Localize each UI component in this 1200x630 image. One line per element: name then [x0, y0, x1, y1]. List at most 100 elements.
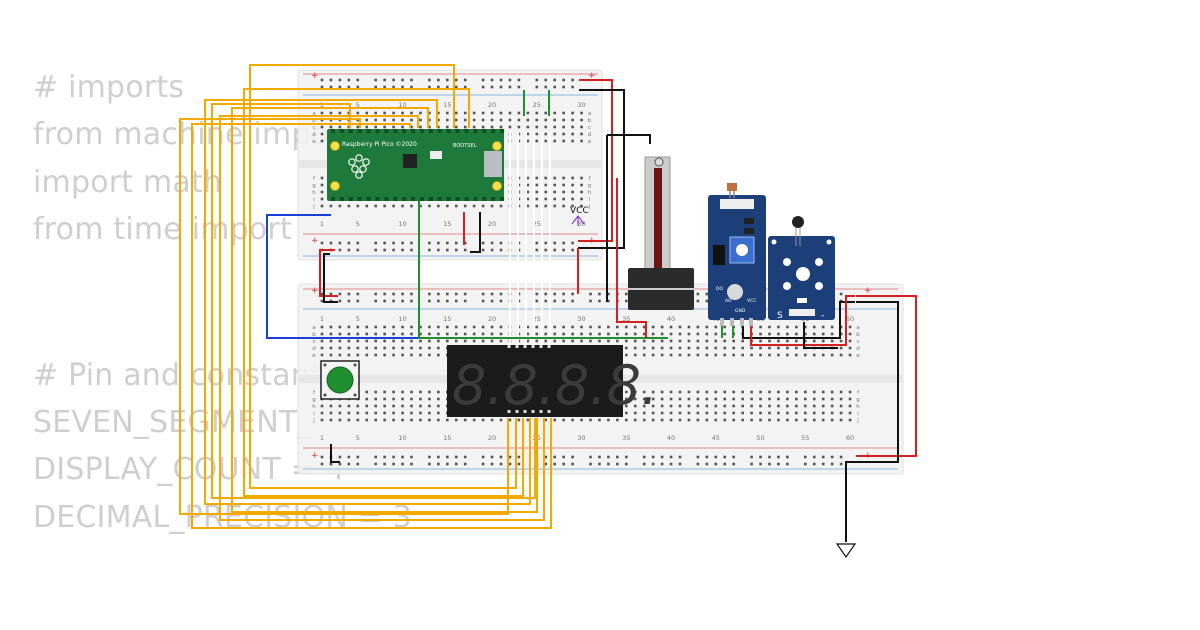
breadboard-hole[interactable] — [633, 332, 637, 336]
breadboard-hole[interactable] — [535, 248, 539, 252]
breadboard-hole[interactable] — [446, 462, 449, 466]
breadboard-hole[interactable] — [571, 183, 574, 187]
breadboard-hole[interactable] — [804, 353, 807, 357]
breadboard-hole[interactable] — [786, 411, 789, 415]
breadboard-hole[interactable] — [356, 404, 360, 408]
breadboard-hole[interactable] — [347, 248, 351, 252]
breadboard-hole[interactable] — [571, 455, 574, 459]
breadboard-hole[interactable] — [723, 411, 727, 415]
breadboard-hole[interactable] — [347, 85, 351, 89]
breadboard-hole[interactable] — [329, 418, 333, 422]
breadboard-hole[interactable] — [320, 462, 324, 466]
breadboard-hole[interactable] — [651, 411, 655, 415]
breadboard-hole[interactable] — [562, 299, 565, 303]
breadboard-hole[interactable] — [419, 353, 422, 357]
breadboard-hole[interactable] — [419, 397, 422, 401]
breadboard-hole[interactable] — [401, 462, 404, 466]
breadboard-hole[interactable] — [365, 404, 369, 408]
breadboard-hole[interactable] — [553, 418, 556, 422]
breadboard-hole[interactable] — [410, 299, 413, 303]
breadboard-hole[interactable] — [571, 241, 574, 245]
breadboard-hole[interactable] — [750, 353, 753, 357]
breadboard-hole[interactable] — [795, 339, 798, 343]
wire-red[interactable] — [578, 79, 613, 242]
breadboard-hole[interactable] — [320, 339, 324, 343]
breadboard-hole[interactable] — [732, 397, 735, 401]
breadboard-hole[interactable] — [830, 462, 834, 466]
breadboard-hole[interactable] — [553, 78, 556, 82]
breadboard-hole[interactable] — [481, 418, 485, 422]
breadboard-hole[interactable] — [696, 292, 700, 296]
breadboard-hole[interactable] — [508, 118, 512, 122]
breadboard-hole[interactable] — [812, 353, 816, 357]
breadboard-hole[interactable] — [777, 339, 780, 343]
breadboard-hole[interactable] — [410, 455, 413, 459]
breadboard-hole[interactable] — [625, 397, 628, 401]
breadboard-hole[interactable] — [535, 176, 539, 180]
breadboard-hole[interactable] — [320, 346, 324, 350]
breadboard-hole[interactable] — [329, 332, 333, 336]
breadboard-hole[interactable] — [499, 455, 503, 459]
breadboard-hole[interactable] — [437, 455, 440, 459]
breadboard-hole[interactable] — [544, 125, 548, 129]
breadboard-hole[interactable] — [562, 132, 565, 136]
breadboard-hole[interactable] — [347, 455, 351, 459]
breadboard-hole[interactable] — [705, 455, 709, 459]
breadboard-hole[interactable] — [786, 462, 789, 466]
breadboard-hole[interactable] — [580, 132, 583, 136]
breadboard-hole[interactable] — [356, 85, 360, 89]
breadboard-hole[interactable] — [410, 339, 413, 343]
breadboard-hole[interactable] — [472, 332, 476, 336]
breadboard-hole[interactable] — [454, 78, 458, 82]
breadboard-hole[interactable] — [544, 132, 548, 136]
breadboard-hole[interactable] — [437, 292, 440, 296]
breadboard-hole[interactable] — [786, 390, 789, 394]
breadboard-hole[interactable] — [562, 197, 565, 201]
breadboard-hole[interactable] — [392, 404, 395, 408]
breadboard-hole[interactable] — [723, 353, 727, 357]
breadboard-hole[interactable] — [732, 404, 735, 408]
breadboard-hole[interactable] — [830, 325, 834, 329]
breadboard-hole[interactable] — [589, 292, 592, 296]
breadboard-hole[interactable] — [526, 111, 530, 115]
breadboard-hole[interactable] — [795, 332, 798, 336]
breadboard-hole[interactable] — [437, 325, 440, 329]
breadboard-hole[interactable] — [786, 353, 789, 357]
breadboard-hole[interactable] — [705, 353, 709, 357]
breadboard-hole[interactable] — [625, 339, 628, 343]
breadboard-hole[interactable] — [562, 183, 565, 187]
breadboard-hole[interactable] — [383, 111, 386, 115]
breadboard-hole[interactable] — [392, 353, 395, 357]
breadboard-hole[interactable] — [786, 325, 789, 329]
breadboard-hole[interactable] — [750, 418, 753, 422]
breadboard-hole[interactable] — [535, 85, 539, 89]
breadboard-hole[interactable] — [607, 332, 610, 336]
breadboard-hole[interactable] — [839, 353, 843, 357]
breadboard-hole[interactable] — [562, 78, 565, 82]
breadboard-hole[interactable] — [821, 339, 825, 343]
breadboard-hole[interactable] — [705, 397, 709, 401]
breadboard-hole[interactable] — [401, 125, 404, 129]
breadboard-hole[interactable] — [338, 339, 342, 343]
breadboard-hole[interactable] — [410, 118, 413, 122]
breadboard-hole[interactable] — [463, 204, 467, 208]
wire-orange[interactable] — [231, 107, 538, 513]
breadboard-hole[interactable] — [383, 325, 386, 329]
breadboard-hole[interactable] — [490, 325, 494, 329]
breadboard-hole[interactable] — [821, 418, 825, 422]
breadboard-hole[interactable] — [821, 462, 825, 466]
breadboard-hole[interactable] — [786, 339, 789, 343]
breadboard-hole[interactable] — [821, 455, 825, 459]
breadboard-hole[interactable] — [535, 241, 539, 245]
breadboard-hole[interactable] — [732, 353, 735, 357]
breadboard-hole[interactable] — [338, 346, 342, 350]
breadboard-hole[interactable] — [660, 411, 664, 415]
breadboard-hole[interactable] — [607, 418, 610, 422]
wire-red[interactable] — [616, 178, 647, 338]
breadboard-hole[interactable] — [410, 111, 413, 115]
breadboard-hole[interactable] — [848, 397, 852, 401]
breadboard-hole[interactable] — [553, 176, 556, 180]
breadboard-hole[interactable] — [454, 204, 458, 208]
breadboard-hole[interactable] — [786, 455, 789, 459]
breadboard-hole[interactable] — [696, 462, 700, 466]
